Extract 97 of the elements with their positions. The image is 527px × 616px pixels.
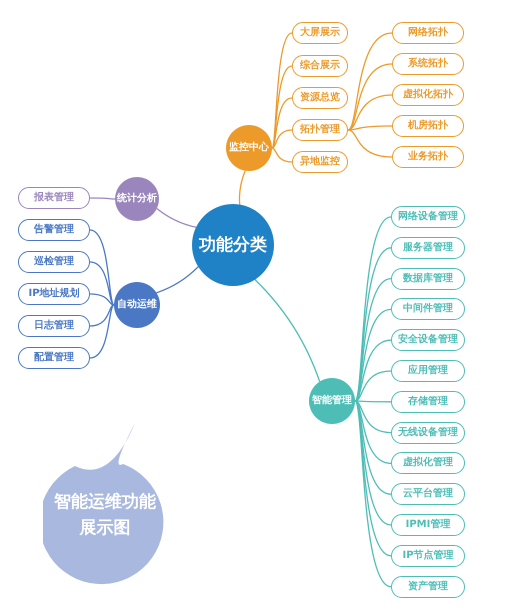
topic-label: 无线设备管理: [398, 426, 458, 439]
topic-box: [292, 119, 348, 141]
branch-circle: [114, 282, 160, 328]
connector-line: [354, 247, 392, 402]
connector-line: [238, 170, 246, 205]
topic-box: [18, 251, 90, 273]
topic-label: 网络拓扑: [408, 27, 448, 39]
topic-box: [391, 206, 465, 228]
topic-box: [391, 576, 465, 598]
topic-label: 拓扑管理: [300, 124, 340, 136]
topic-label: 功能分类: [199, 234, 267, 256]
connector-line: [156, 266, 199, 294]
topic-label: IP节点管理: [402, 550, 454, 562]
topic-box: [392, 84, 464, 106]
topic-box: [392, 53, 464, 75]
topic-label: 数据库管理: [403, 272, 453, 285]
connector-line: [348, 94, 392, 131]
topic-label: 中间件管理: [403, 303, 453, 316]
topic-box: [391, 544, 465, 567]
topic-label: 存储管理: [408, 396, 448, 408]
topic-box: [391, 360, 465, 382]
topic-box: [391, 236, 465, 259]
topic-label: 异地监控: [300, 156, 340, 168]
topic-label: 服务器管理: [403, 242, 453, 254]
topic-box: [18, 283, 90, 305]
topic-label: 网络设备管理: [398, 211, 458, 223]
topic-label: 业务拓扑: [408, 151, 448, 163]
topic-box: [391, 329, 465, 352]
connector-line: [354, 370, 392, 402]
connector-line: [90, 304, 114, 327]
bubble-title: 智能运维功能展示图: [53, 491, 157, 540]
topic-label: 统计分析: [117, 193, 157, 205]
connector-line: [348, 32, 392, 131]
connector-line: [355, 400, 391, 402]
connector-line: [348, 125, 392, 131]
topic-label: 资产管理: [408, 580, 448, 593]
connector-line: [354, 216, 392, 402]
topic-label: 资源总览: [300, 92, 340, 104]
connector-line: [354, 400, 392, 556]
topic-label: 综合展示: [300, 60, 340, 72]
topic-label: 系统拓扑: [408, 58, 448, 70]
connector-line: [271, 65, 292, 148]
topic-box: [391, 483, 465, 506]
topic-box: [391, 422, 465, 444]
topic-box: [392, 146, 464, 168]
topic-box: [18, 187, 90, 209]
topic-box: [391, 298, 465, 320]
topic-label: 云平台管理: [403, 488, 453, 500]
topic-label: 应用管理: [408, 365, 448, 377]
topic-label: 机房拓扑: [408, 120, 448, 132]
connector-line: [348, 129, 392, 158]
connector-line: [272, 129, 292, 149]
topic-box: [292, 55, 348, 77]
topic-box: [391, 514, 465, 536]
topic-label: 巡检管理: [34, 256, 74, 268]
connector-line: [354, 400, 392, 434]
connector-line: [271, 32, 292, 148]
topic-label: 配置管理: [34, 352, 74, 364]
topic-label: 虚拟化管理: [403, 457, 453, 470]
connector-line: [90, 304, 114, 359]
connector-line: [90, 229, 114, 306]
topic-box: [292, 22, 348, 44]
topic-box: [392, 22, 464, 44]
topic-label: 报表管理: [34, 192, 74, 204]
connector-line: [272, 97, 292, 148]
topic-label: 智能管理: [312, 395, 352, 407]
topic-box: [292, 87, 348, 109]
topic-box: [392, 115, 464, 137]
topic-box: [18, 315, 90, 337]
topic-label: 日志管理: [34, 320, 74, 332]
topic-box: [18, 347, 90, 369]
topic-box: [391, 268, 465, 290]
connector-line: [354, 400, 392, 588]
branch-circle: [115, 177, 159, 221]
topic-label: 告警管理: [34, 224, 74, 236]
topic-label: 自动运维: [117, 299, 157, 311]
connector-line: [354, 400, 392, 464]
topic-box: [391, 452, 465, 474]
connector-line: [254, 279, 320, 382]
connector-line: [156, 208, 196, 228]
topic-label: 大屏展示: [300, 27, 340, 39]
branch-circle: [309, 378, 355, 424]
connector-line: [90, 261, 114, 306]
connector-line: [90, 293, 114, 306]
topic-label: 安全设备管理: [398, 334, 458, 346]
connector-line: [348, 63, 392, 131]
branch-circle: [226, 125, 272, 171]
topic-box: [391, 390, 465, 413]
topic-label: 监控中心: [229, 142, 269, 154]
connector-line: [354, 340, 392, 402]
connector-line: [272, 147, 292, 163]
topic-box: [292, 151, 348, 173]
topic-label: IPMI管理: [406, 519, 450, 531]
topic-label: IP地址规划: [28, 288, 80, 300]
topic-box: [18, 219, 90, 241]
connector-line: [90, 197, 116, 200]
topic-label: 虚拟化拓扑: [403, 89, 453, 101]
